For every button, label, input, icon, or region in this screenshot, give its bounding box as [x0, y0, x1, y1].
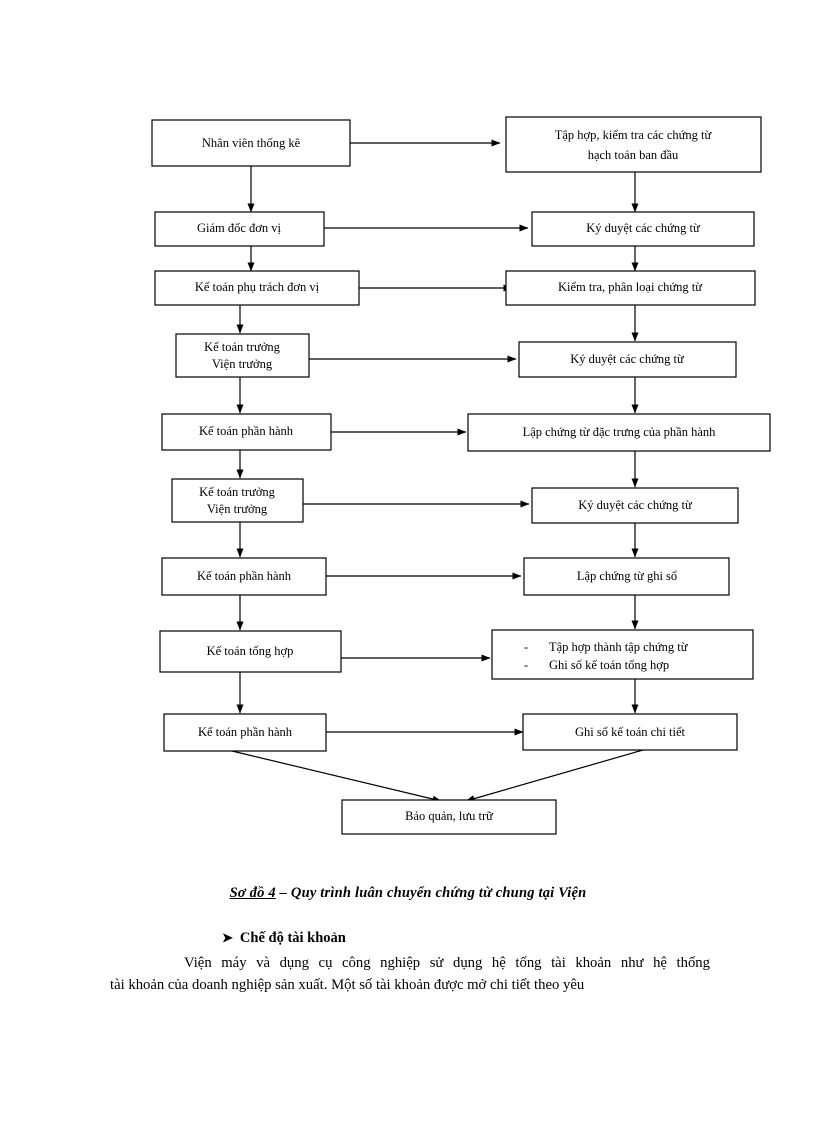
node-r5-box[interactable]	[467, 413, 771, 452]
figure-caption: Sơ đồ 4 – Quy trình luân chuyển chứng từ…	[0, 884, 816, 902]
figure-caption-text: Sơ đồ 4 – Quy trình luân chuyển chứng từ…	[230, 885, 587, 901]
section-heading-row: ➤ Chế độ tài khoản	[222, 928, 710, 950]
node-l2-box[interactable]	[154, 211, 325, 247]
node-r1-box[interactable]	[505, 116, 762, 173]
node-l6-label-line1: Kế toán trưởng	[199, 485, 276, 499]
node-r5-label: Lập chứng từ đặc trưng của phần hành	[523, 425, 717, 439]
body-paragraph-line-1: Viện máy và dụng cụ công nghiệp sử dụng …	[184, 954, 710, 971]
node-l4-label-line1: Kế toán trưởng	[204, 340, 281, 354]
node-r3-kiem-tra-phan-loai[interactable]: Kiểm tra, phân loại chứng từ	[505, 270, 756, 306]
node-r1-label-line2: hạch toán ban đầu	[588, 148, 679, 162]
flowchart-diagram: Nhân viên thống kê Giám đốc đơn vị Kế to…	[151, 116, 771, 835]
node-l7-box[interactable]	[161, 557, 327, 596]
node-r9-label: Ghi sổ kế toán chi tiết	[575, 725, 686, 739]
node-l4-label-line2: Viện trưởng	[212, 357, 273, 371]
node-r4-box[interactable]	[518, 341, 737, 378]
node-l6-box[interactable]	[171, 478, 304, 523]
node-l9-label: Kế toán phần hành	[198, 725, 293, 739]
body-paragraph: Viện máy và dụng cụ công nghiệp sử dụng …	[110, 952, 710, 997]
node-l2-giam-doc-don-vi[interactable]: Giám đốc đơn vị	[154, 211, 325, 247]
node-r2-label: Ký duyệt các chứng từ	[586, 221, 701, 235]
node-r2-ky-duyet-cac-chung-tu[interactable]: Ký duyệt các chứng từ	[531, 211, 755, 247]
node-r6-box[interactable]	[531, 487, 739, 524]
node-r3-label: Kiểm tra, phân loại chứng từ	[558, 280, 703, 294]
node-r1-label-line1: Tập hợp, kiểm tra các chứng từ	[555, 128, 713, 142]
figure-caption-number: Sơ đồ 4	[229, 885, 276, 901]
node-l6-ke-toan-truong-vien-truong[interactable]: Kế toán trưởng Viện trưởng	[171, 478, 304, 523]
node-l3-box[interactable]	[154, 270, 360, 306]
node-l7-label: Kế toán phần hành	[197, 569, 292, 583]
node-r5-lap-chung-tu-dac-trung[interactable]: Lập chứng từ đặc trưng của phần hành	[467, 413, 771, 452]
node-r8-bullet-line2: Ghi sổ kế toán tổng hợp	[549, 658, 669, 672]
node-l5-label: Kế toán phần hành	[199, 424, 294, 438]
node-l4-ke-toan-truong-vien-truong[interactable]: Kế toán trưởng Viện trưởng	[175, 333, 310, 378]
figure-caption-title: – Quy trình luân chuyển chứng từ chung t…	[275, 885, 587, 901]
node-r4-ky-duyet-cac-chung-tu[interactable]: Ký duyệt các chứng từ	[518, 341, 737, 378]
node-l5-box[interactable]	[161, 413, 332, 451]
node-l9-box[interactable]	[163, 713, 327, 752]
node-l4-box[interactable]	[175, 333, 310, 378]
node-r8-box[interactable]	[491, 629, 754, 680]
node-l1-nhan-vien-thong-ke[interactable]: Nhân viên thống kê	[151, 119, 351, 167]
node-l7-ke-toan-phan-hanh[interactable]: Kế toán phần hành	[161, 557, 327, 596]
node-l5-ke-toan-phan-hanh[interactable]: Kế toán phần hành	[161, 413, 332, 451]
arrow-bullet-icon: ➤	[222, 930, 233, 945]
node-l3-label: Kế toán phụ trách đơn vị	[195, 280, 320, 294]
node-l8-box[interactable]	[159, 630, 342, 673]
node-r8-bullet-marker-1: -	[524, 640, 528, 654]
node-terminal-box[interactable]	[341, 799, 557, 835]
node-r7-label: Lập chứng từ ghi sổ	[577, 569, 677, 583]
node-r6-ky-duyet-cac-chung-tu[interactable]: Ký duyệt các chứng từ	[531, 487, 739, 524]
node-r1-tap-hop-kiem-tra[interactable]: Tập hợp, kiểm tra các chứng từ hạch toán…	[505, 116, 762, 173]
node-r4-label: Ký duyệt các chứng từ	[570, 352, 685, 366]
section-heading-text: Chế độ tài khoản	[239, 930, 346, 946]
node-r6-label: Ký duyệt các chứng từ	[578, 498, 693, 512]
node-r8-bullet-marker-2: -	[524, 658, 528, 672]
node-r8-bullet-line1: Tập hợp thành tập chứng từ	[549, 640, 689, 654]
node-r9-ghi-so-ke-toan-chi-tiet[interactable]: Ghi sổ kế toán chi tiết	[522, 713, 738, 751]
connector-layer	[231, 139, 644, 803]
connector-l9-terminal	[231, 750, 442, 803]
node-terminal-bao-quan-luu-tru[interactable]: Bảo quản, lưu trữ	[341, 799, 557, 835]
body-text-block: ➤ Chế độ tài khoản Viện máy và dụng cụ cô…	[110, 928, 710, 996]
node-l8-ke-toan-tong-hop[interactable]: Kế toán tổng hợp	[159, 630, 342, 673]
node-l6-label-line2: Viện trưởng	[207, 502, 268, 516]
node-l1-label: Nhân viên thống kê	[202, 136, 301, 150]
node-l3-ke-toan-phu-trach-don-vi[interactable]: Kế toán phụ trách đơn vị	[154, 270, 360, 306]
node-r2-box[interactable]	[531, 211, 755, 247]
node-r8-tap-hop-ghi-so-list[interactable]: - Tập hợp thành tập chứng từ - Ghi sổ kế…	[491, 629, 754, 680]
node-r7-lap-chung-tu-ghi-so[interactable]: Lập chứng từ ghi sổ	[523, 557, 730, 596]
node-r9-box[interactable]	[522, 713, 738, 751]
node-r3-box[interactable]	[505, 270, 756, 306]
node-l2-label: Giám đốc đơn vị	[197, 221, 282, 235]
node-terminal-label: Bảo quản, lưu trữ	[405, 809, 494, 823]
node-r7-box[interactable]	[523, 557, 730, 596]
connector-r9-terminal	[465, 749, 644, 803]
body-paragraph-line-2: tài khoản của doanh nghiệp sản xuất. Một…	[110, 977, 585, 994]
node-l8-label: Kế toán tổng hợp	[207, 644, 294, 658]
node-l1-box[interactable]	[151, 119, 351, 167]
node-l9-ke-toan-phan-hanh[interactable]: Kế toán phần hành	[163, 713, 327, 752]
